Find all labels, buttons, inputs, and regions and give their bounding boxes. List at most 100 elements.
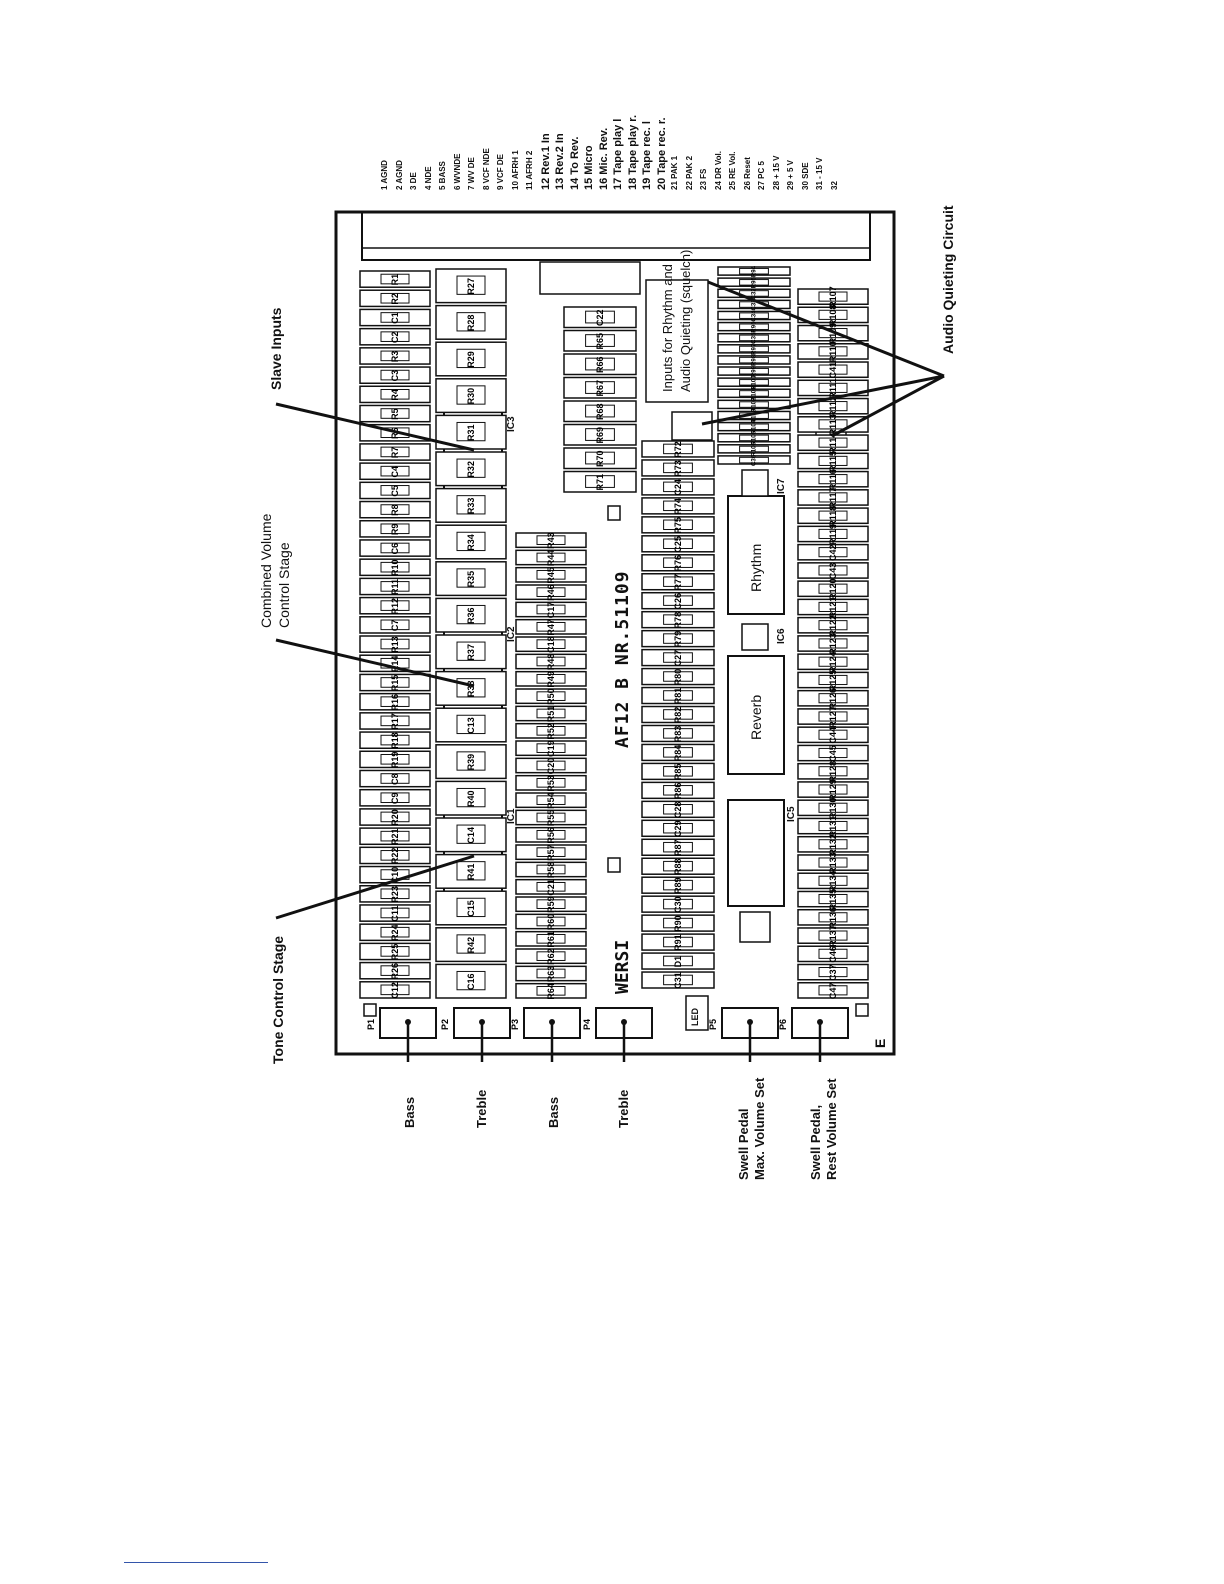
component-label: C21 [546,879,556,896]
component-cell [797,890,869,908]
ic2-label: IC2 [506,626,517,642]
component-body [380,581,410,592]
component-label: R57 [546,844,556,861]
component-cell [641,724,715,743]
ic7-label: IC7 [776,478,787,494]
component-body [663,879,693,891]
component-body [380,523,410,535]
component-body [739,367,769,375]
component-cell [641,648,715,667]
component-body [536,552,566,563]
component-cell [515,740,587,757]
component-body [380,504,410,515]
component-label: R56 [546,827,556,844]
component-label: R134 [828,871,838,893]
component-label: C16 [466,973,476,990]
component-cell [797,689,869,707]
component-cell [435,524,507,560]
component-label: C18 [546,636,556,653]
component-cell [797,945,869,963]
component-cell [515,757,587,774]
component-body [456,970,486,991]
component-body [739,356,769,364]
component-cell [797,708,869,725]
component-body [456,787,486,808]
component-label: R103 [751,408,758,423]
component-cell [717,366,791,376]
component-cell [797,744,869,762]
component-cell [641,838,715,856]
component-body [380,773,410,784]
component-cell [435,561,507,597]
pin-label: 5 BASS [438,161,447,190]
component-body [536,725,566,736]
component-label: R59 [546,896,556,913]
component-body [536,569,566,580]
component-body [536,916,566,927]
component-body [380,965,410,976]
ic7-package [727,495,785,615]
component-cell [797,635,869,652]
component-cell [435,890,507,926]
component-body [739,445,769,453]
pin-label: 30 SDE [800,162,810,190]
component-label: R71 [595,474,605,491]
component-cell [435,634,507,670]
component-body [818,839,848,850]
component-body [380,946,410,957]
component-body [585,381,615,394]
component-body [818,474,848,485]
component-label: R68 [595,403,605,420]
rhythm-label: Rhythm [748,543,764,592]
component-label: R75 [673,517,683,534]
pin-label: 3 DE [409,172,418,190]
component-cell [797,361,869,379]
component-cell [797,781,869,798]
inputs-note-line1: Inputs for Rhythm and [660,264,675,392]
component-body [585,310,615,324]
component-label: R94 [751,265,758,277]
component-body [663,500,693,512]
component-label: R19 [390,752,400,769]
component-label: D1 [673,956,683,968]
component-label: R74 [673,498,683,515]
component-cell [359,750,431,769]
component-cell [359,347,431,365]
component-label: R101 [751,386,758,401]
component-cell [717,266,791,276]
component-label: R86 [673,783,683,800]
pot-leaders [406,1022,822,1062]
component-label: C26 [673,593,683,610]
component-body [739,434,769,442]
component-label: R36 [466,607,476,624]
pin-label: 7 WV DE [467,157,476,190]
component-cell [797,470,869,488]
component-label: C7 [390,620,400,632]
component-label: R14 [390,656,400,673]
component-label: R99 [751,365,758,377]
component-body [456,458,486,478]
component-cell [515,965,587,982]
component-label: R116 [828,469,838,490]
component-label: R89 [673,877,683,894]
component-cell [359,558,431,577]
slave-inputs-leader [275,402,475,452]
component-label: R28 [466,315,476,332]
component-body [818,967,848,978]
component-cell [641,535,715,553]
component-label: R48 [546,654,556,671]
component-label: R131 [828,816,838,838]
component-cell [797,817,869,835]
component-label: R102 [751,397,758,412]
component-label: R1 [390,274,400,286]
component-label: R90 [673,915,683,932]
component-cell [359,577,431,596]
component-label: R7 [390,447,400,459]
component-label: C34 [751,310,758,322]
component-label: R72 [673,441,683,458]
component-body [536,535,566,545]
component-body [456,897,486,918]
component-body [663,462,693,474]
component-label: R125 [828,670,838,692]
